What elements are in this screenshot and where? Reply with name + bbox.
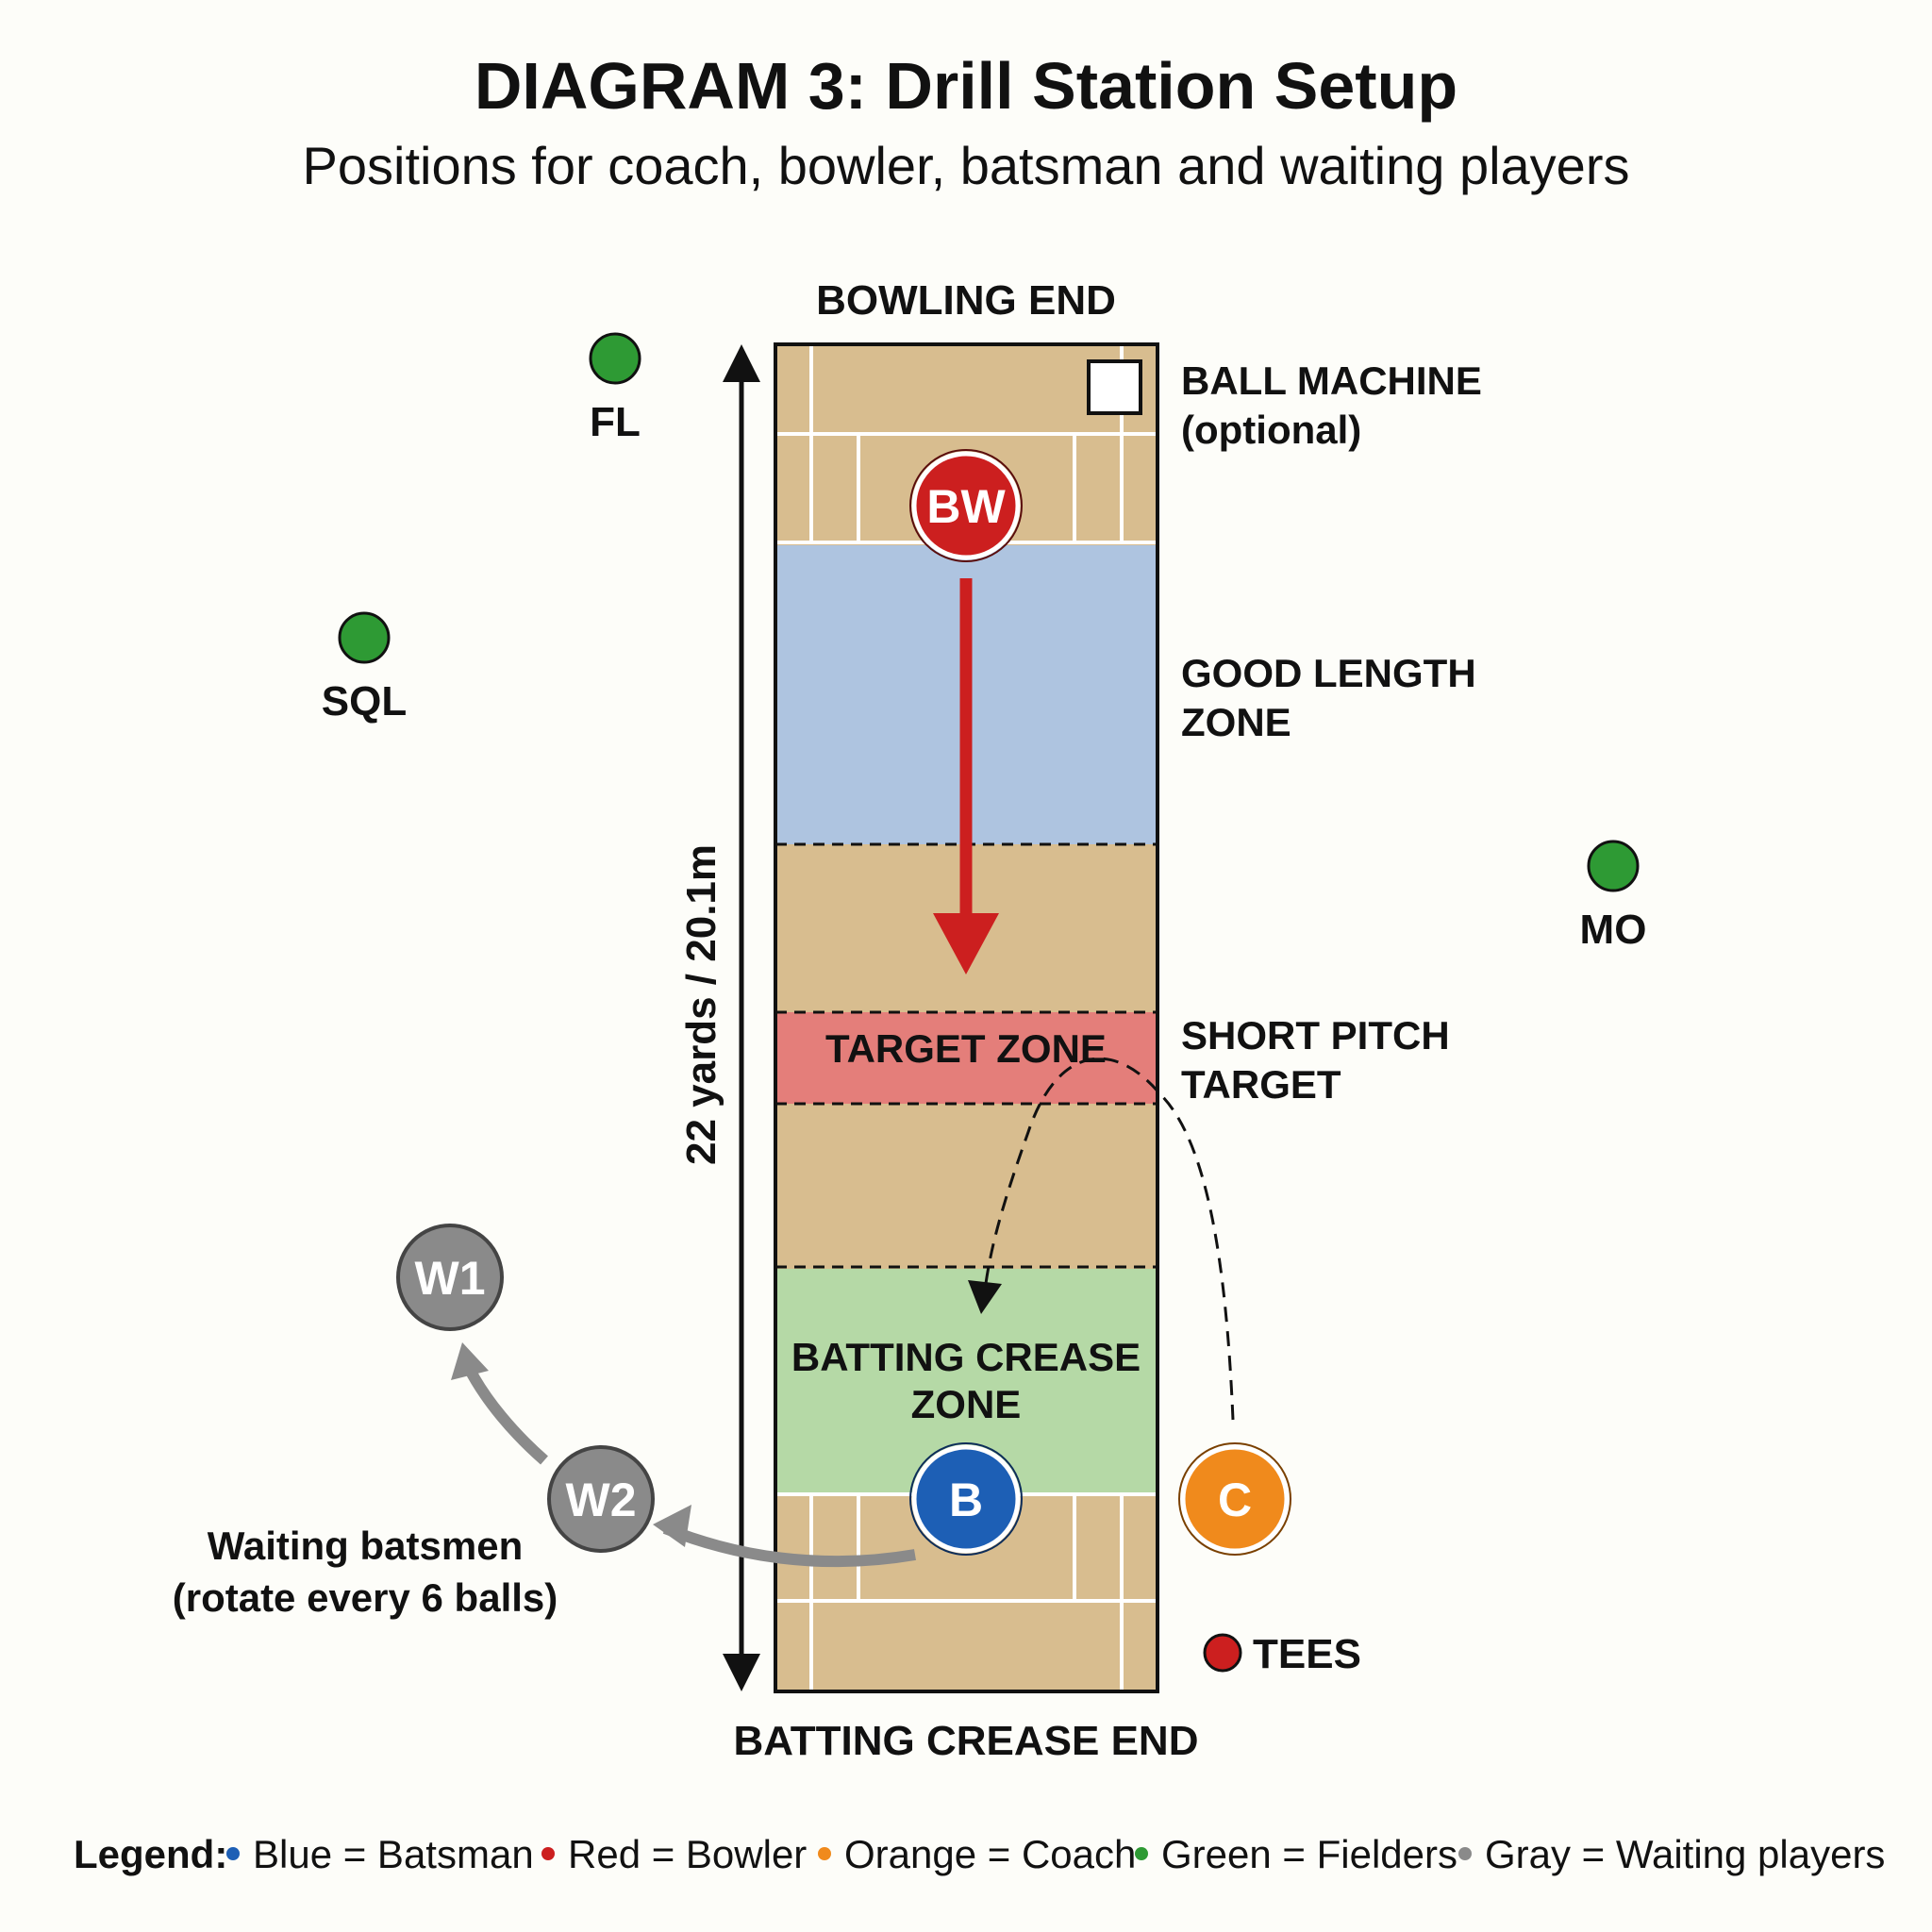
legend-item-batsman: Blue = Batsman	[253, 1832, 534, 1876]
batting-crease-end-label: BATTING CREASE END	[734, 1718, 1199, 1764]
legend-orange-dot-icon	[818, 1847, 831, 1860]
target-zone-label: TARGET ZONE	[825, 1026, 1107, 1071]
legend-red-dot-icon	[541, 1847, 555, 1860]
ball-machine-icon	[1087, 359, 1142, 415]
coach-label: C	[1218, 1474, 1252, 1526]
good-length-label-line2: ZONE	[1181, 700, 1291, 744]
waiting-player-1-marker: W1	[396, 1224, 504, 1331]
good-length-label-line1: GOOD LENGTH	[1181, 651, 1476, 695]
double-headed-arrow-icon	[723, 344, 760, 1691]
waiting-note-line2: (rotate every 6 balls)	[173, 1575, 558, 1620]
waiting-player-2-marker: W2	[547, 1445, 655, 1553]
diagram-title: DIAGRAM 3: Drill Station Setup	[475, 49, 1457, 123]
short-pitch-label-line2: TARGET	[1181, 1062, 1341, 1107]
legend-green-dot-icon	[1135, 1847, 1148, 1860]
fielder-fine-leg: FL	[589, 332, 641, 445]
fielder-mid-off-label: MO	[1580, 907, 1647, 953]
batting-crease-zone-label-line2: ZONE	[911, 1382, 1022, 1426]
ball-machine-label-line2: (optional)	[1181, 408, 1361, 452]
legend-item-coach: Orange = Coach	[844, 1832, 1136, 1876]
legend-item-fielders: Green = Fielders	[1161, 1832, 1457, 1876]
batsman-marker: B	[909, 1442, 1023, 1556]
batting-crease-zone-label-line1: BATTING CREASE	[791, 1335, 1141, 1379]
legend-title: Legend:	[74, 1832, 227, 1876]
pitch-length-label: 22 yards / 20.1m	[678, 844, 724, 1165]
dashed-curve-arrow-icon	[968, 1057, 1235, 1421]
fielder-fine-leg-label: FL	[590, 399, 641, 445]
pitch: TARGET ZONE BATTING CREASE ZONE	[774, 342, 1159, 1693]
waiting-player-2-label: W2	[566, 1474, 637, 1526]
bowler-marker: BW	[909, 449, 1023, 562]
fielder-square-leg-label: SQL	[322, 678, 407, 724]
red-dot-icon	[1203, 1633, 1242, 1673]
fielder-square-leg: SQL	[322, 611, 407, 724]
legend-item-waiting: Gray = Waiting players	[1485, 1832, 1885, 1876]
bowler-label: BW	[926, 480, 1006, 533]
fielder-mid-off: MO	[1580, 840, 1647, 953]
legend: Legend: Blue = Batsman Red = Bowler Oran…	[74, 1832, 1885, 1876]
red-down-arrow-icon	[933, 578, 999, 974]
bowling-end-label: BOWLING END	[816, 277, 1116, 324]
batsman-label: B	[949, 1474, 983, 1526]
diagram-subtitle: Positions for coach, bowler, batsman and…	[303, 136, 1630, 195]
gray-curved-arrow-icon	[451, 1342, 917, 1568]
tees-label: TEES	[1253, 1631, 1361, 1677]
legend-item-bowler: Red = Bowler	[568, 1832, 807, 1876]
ball-machine-label-line1: BALL MACHINE	[1181, 358, 1482, 403]
legend-gray-dot-icon	[1458, 1847, 1472, 1860]
coach-marker: C	[1178, 1442, 1291, 1556]
waiting-player-1-label: W1	[415, 1252, 486, 1305]
waiting-note-line1: Waiting batsmen	[208, 1524, 523, 1568]
short-pitch-label-line1: SHORT PITCH	[1181, 1013, 1450, 1058]
legend-blue-dot-icon	[226, 1847, 240, 1860]
